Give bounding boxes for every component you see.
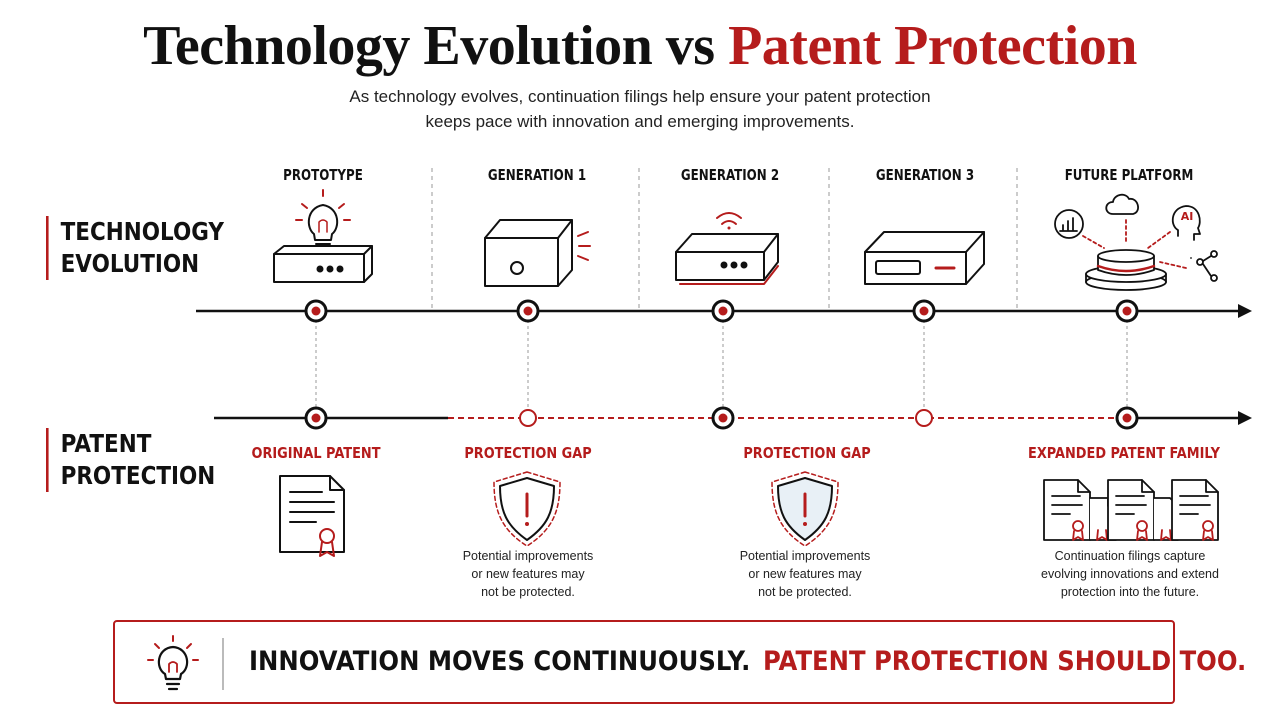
patent-node-5: [1115, 406, 1139, 430]
stage-label-generation-3: GENERATION 3: [875, 166, 975, 184]
technology-node-3: [711, 299, 735, 323]
patent-label-gap-1: PROTECTION GAP: [464, 444, 592, 462]
shield-warning-icon-2: [771, 471, 839, 547]
gap-1-note-line-2: or new features may: [471, 567, 585, 581]
generation-2-icon: [675, 212, 779, 285]
patent-node-2-open: [519, 409, 537, 427]
stage-label-generation-1: GENERATION 1: [487, 166, 587, 184]
device-box-icon: [273, 245, 373, 283]
future-platform-icon: [1054, 193, 1218, 291]
connection-lines: [1082, 219, 1187, 269]
family-note-line-2: evolving innovations and extend: [1041, 567, 1219, 581]
wifi-icon: [716, 212, 742, 230]
lightbulb-icon: [147, 635, 199, 691]
network-nodes-icon: [1190, 250, 1218, 282]
page-title: Technology Evolution vs Patent Protectio…: [0, 14, 1280, 78]
technology-timeline: [196, 299, 1252, 323]
stage-label-prototype: PROTOTYPE: [283, 166, 363, 184]
family-note: Continuation filings capture evolving in…: [1010, 547, 1250, 601]
vertical-connectors: [315, 320, 1128, 408]
lightbulb-icon: [307, 204, 339, 245]
technology-node-2: [516, 299, 540, 323]
row-label-patent-line-1: PATENT: [60, 429, 152, 458]
shield-warning-icon: [493, 471, 561, 547]
row-label-technology: TECHNOLOGY EVOLUTION: [46, 216, 224, 280]
callout-banner: INNOVATION MOVES CONTINUOUSLY. PATENT PRO…: [113, 620, 1246, 704]
bulb-rays-icon: [295, 189, 351, 221]
subtitle-line-2: keeps pace with innovation and emerging …: [425, 112, 855, 131]
patent-arrowhead: [1238, 411, 1252, 425]
title-part-1: Technology Evolution vs: [143, 15, 715, 77]
document-5: [1171, 479, 1219, 541]
technology-arrowhead: [1238, 304, 1252, 318]
gap-2-note-line-1: Potential improvements: [739, 549, 871, 563]
generation-3-icon: [864, 231, 985, 285]
ai-head-icon: [1171, 205, 1201, 241]
banner-message: INNOVATION MOVES CONTINUOUSLY. PATENT PRO…: [249, 646, 1246, 677]
row-label-patent: PATENT PROTECTION: [46, 428, 215, 492]
patent-node-3: [711, 406, 735, 430]
patent-label-original: ORIGINAL PATENT: [251, 444, 381, 462]
gap-2-note-line-2: or new features may: [748, 567, 862, 581]
row-label-technology-line-1: TECHNOLOGY: [60, 217, 224, 246]
gap-1-note-line-3: not be protected.: [481, 585, 575, 599]
ai-badge-text: AI: [1180, 210, 1194, 223]
document-icon: [279, 475, 345, 557]
technology-node-1: [304, 299, 328, 323]
generation-1-icon: [484, 219, 591, 287]
cloud-icon: [1105, 193, 1139, 215]
patent-timeline: [214, 406, 1252, 430]
hub-platform-icon: [1085, 249, 1167, 291]
gap-2-note: Potential improvements or new features m…: [695, 547, 915, 601]
patent-label-expanded-family: EXPANDED PATENT FAMILY: [1028, 444, 1220, 462]
family-note-line-3: protection into the future.: [1060, 585, 1200, 599]
row-label-technology-line-2: EVOLUTION: [60, 249, 200, 278]
row-label-patent-line-2: PROTECTION: [60, 461, 216, 490]
chart-badge-icon: [1054, 209, 1084, 239]
prototype-icon: [273, 189, 373, 283]
stage-label-future-platform: FUTURE PLATFORM: [1064, 166, 1194, 184]
banner-text-part-1: INNOVATION MOVES CONTINUOUSLY.: [249, 646, 751, 677]
signal-lines-icon: [577, 231, 591, 261]
patent-node-4-open: [915, 409, 933, 427]
patent-node-1: [304, 406, 328, 430]
gap-1-note-line-1: Potential improvements: [462, 549, 594, 563]
technology-node-4: [912, 299, 936, 323]
patent-family-icon: [1043, 479, 1219, 541]
stage-label-generation-2: GENERATION 2: [680, 166, 780, 184]
subtitle: As technology evolves, continuation fili…: [240, 84, 1040, 134]
seal-ribbon-icon: [319, 528, 335, 557]
banner-divider: [222, 638, 224, 690]
banner-text-part-2: PATENT PROTECTION SHOULD TOO.: [762, 646, 1247, 677]
gap-2-note-line-3: not be protected.: [758, 585, 852, 599]
technology-node-5: [1115, 299, 1139, 323]
patent-label-gap-2: PROTECTION GAP: [743, 444, 871, 462]
subtitle-line-1: As technology evolves, continuation fili…: [349, 87, 931, 106]
gap-1-note: Potential improvements or new features m…: [418, 547, 638, 601]
family-note-line-1: Continuation filings capture: [1054, 549, 1206, 563]
document-1: [1043, 479, 1091, 541]
title-part-2: Patent Protection: [728, 15, 1137, 77]
document-3: [1107, 479, 1155, 541]
